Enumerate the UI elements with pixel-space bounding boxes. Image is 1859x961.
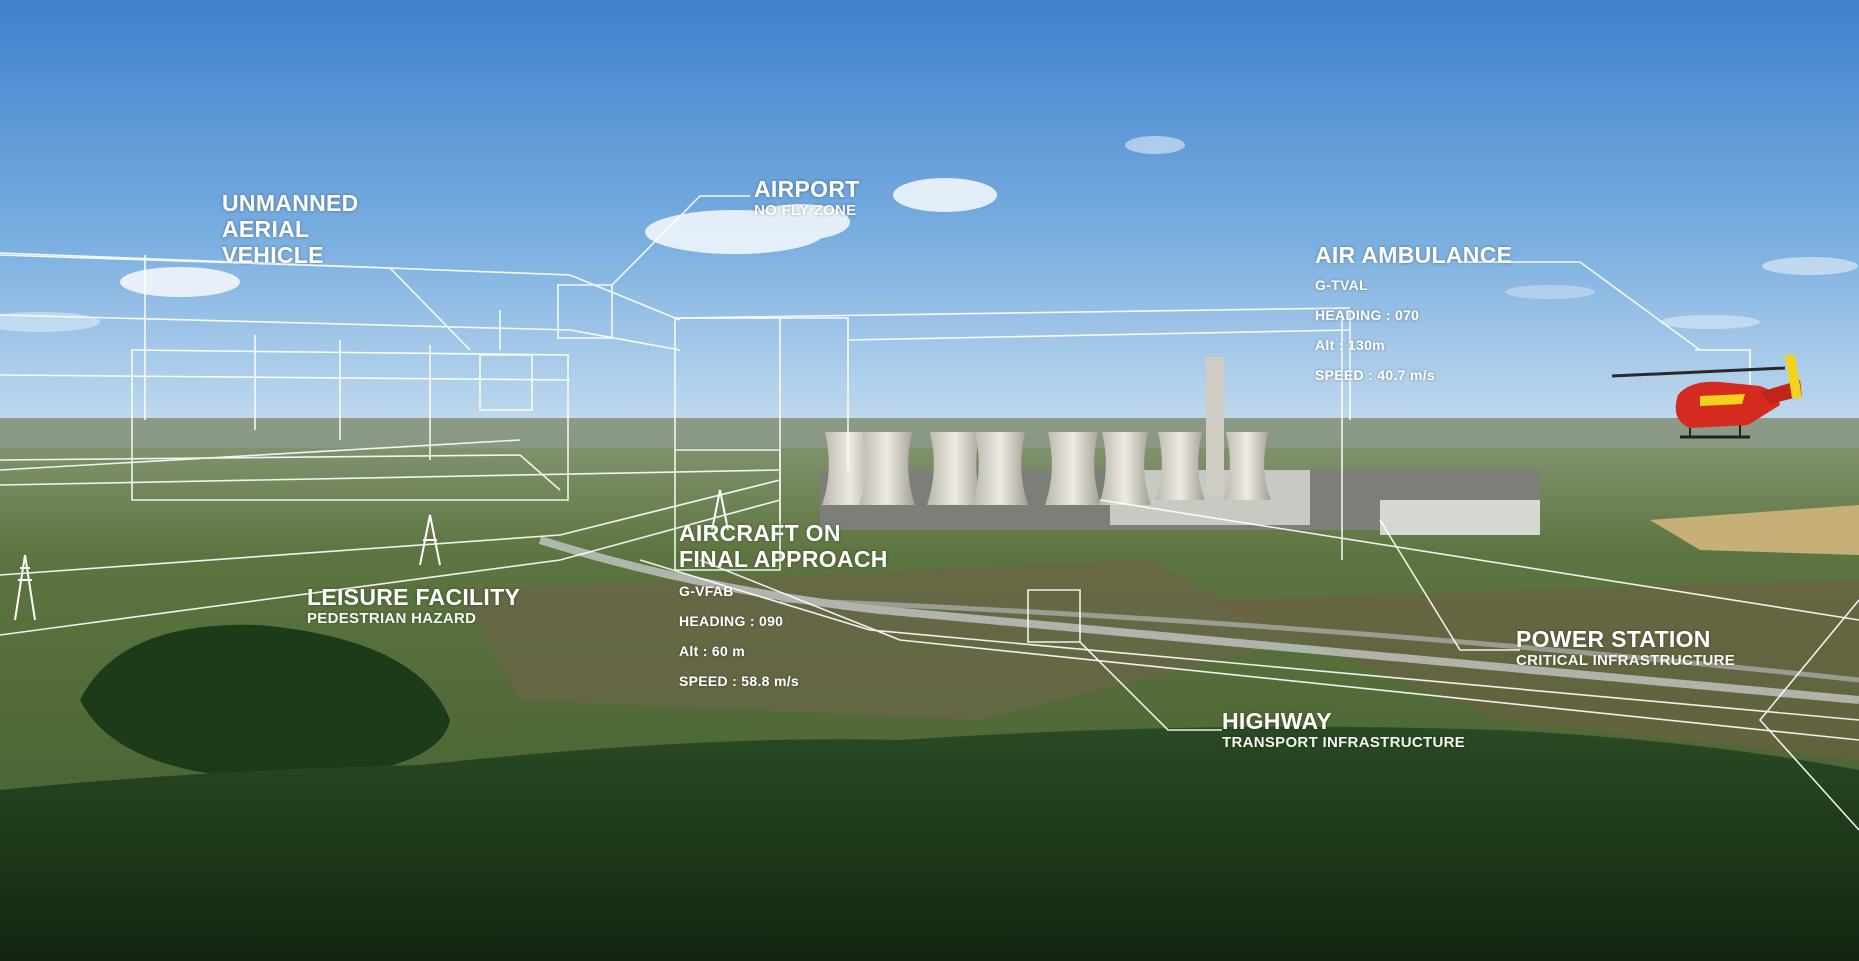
aircraft-reg: G-VFAB [679,583,734,599]
air-ambulance-alt: Alt : 130m [1315,337,1385,353]
air-ambulance-heading: HEADING : 070 [1315,307,1420,323]
yellow-field [1650,505,1859,555]
helicopter [1611,355,1802,439]
left-wood [80,624,450,780]
pylons [14,489,729,621]
air-ambulance-title: AIR AMBULANCE [1315,242,1513,268]
power-station-label[interactable]: POWER STATION CRITICAL INFRASTRUCTURE [1516,626,1735,669]
leisure-title: LEISURE FACILITY [307,584,521,610]
aircraft-alt: Alt : 60 m [679,643,746,659]
aircraft-heading: HEADING : 090 [679,613,784,629]
airport-label[interactable]: AIRPORT NO FLY ZONE [754,176,860,219]
clouds [0,136,1858,332]
highway-title: HIGHWAY [1222,708,1332,734]
airport-sub: NO FLY ZONE [754,202,857,219]
uav-label[interactable]: UNMANNED AERIAL VEHICLE [222,190,359,268]
power-station [820,357,1540,535]
highway-label[interactable]: HIGHWAY TRANSPORT INFRASTRUCTURE [1222,708,1465,751]
horizon-haze [0,418,1859,448]
aircraft-label[interactable]: AIRCRAFT ON FINAL APPROACH G-VFAB HEADIN… [679,520,888,696]
highway-sub: TRANSPORT INFRASTRUCTURE [1222,734,1466,751]
power-station-title: POWER STATION [1516,626,1711,652]
air-ambulance-speed: SPEED : 40.7 m/s [1315,367,1435,383]
sky [0,0,1859,430]
forest [0,726,1859,961]
uav-title: UNMANNED AERIAL VEHICLE [222,190,359,268]
air-ambulance-reg: G-TVAL [1315,277,1368,293]
air-ambulance-label[interactable]: AIR AMBULANCE G-TVAL HEADING : 070 Alt :… [1315,242,1512,390]
leisure-sub: PEDESTRIAN HAZARD [307,610,477,627]
plowed-field [460,560,1300,720]
aircraft-title: AIRCRAFT ON FINAL APPROACH [679,520,888,572]
leisure-label[interactable]: LEISURE FACILITY PEDESTRIAN HAZARD [307,584,520,627]
hud-overlay [0,195,1859,831]
power-station-sub: CRITICAL INFRASTRUCTURE [1516,652,1736,669]
airport-title: AIRPORT [754,176,860,202]
aircraft-speed: SPEED : 58.8 m/s [679,673,799,689]
